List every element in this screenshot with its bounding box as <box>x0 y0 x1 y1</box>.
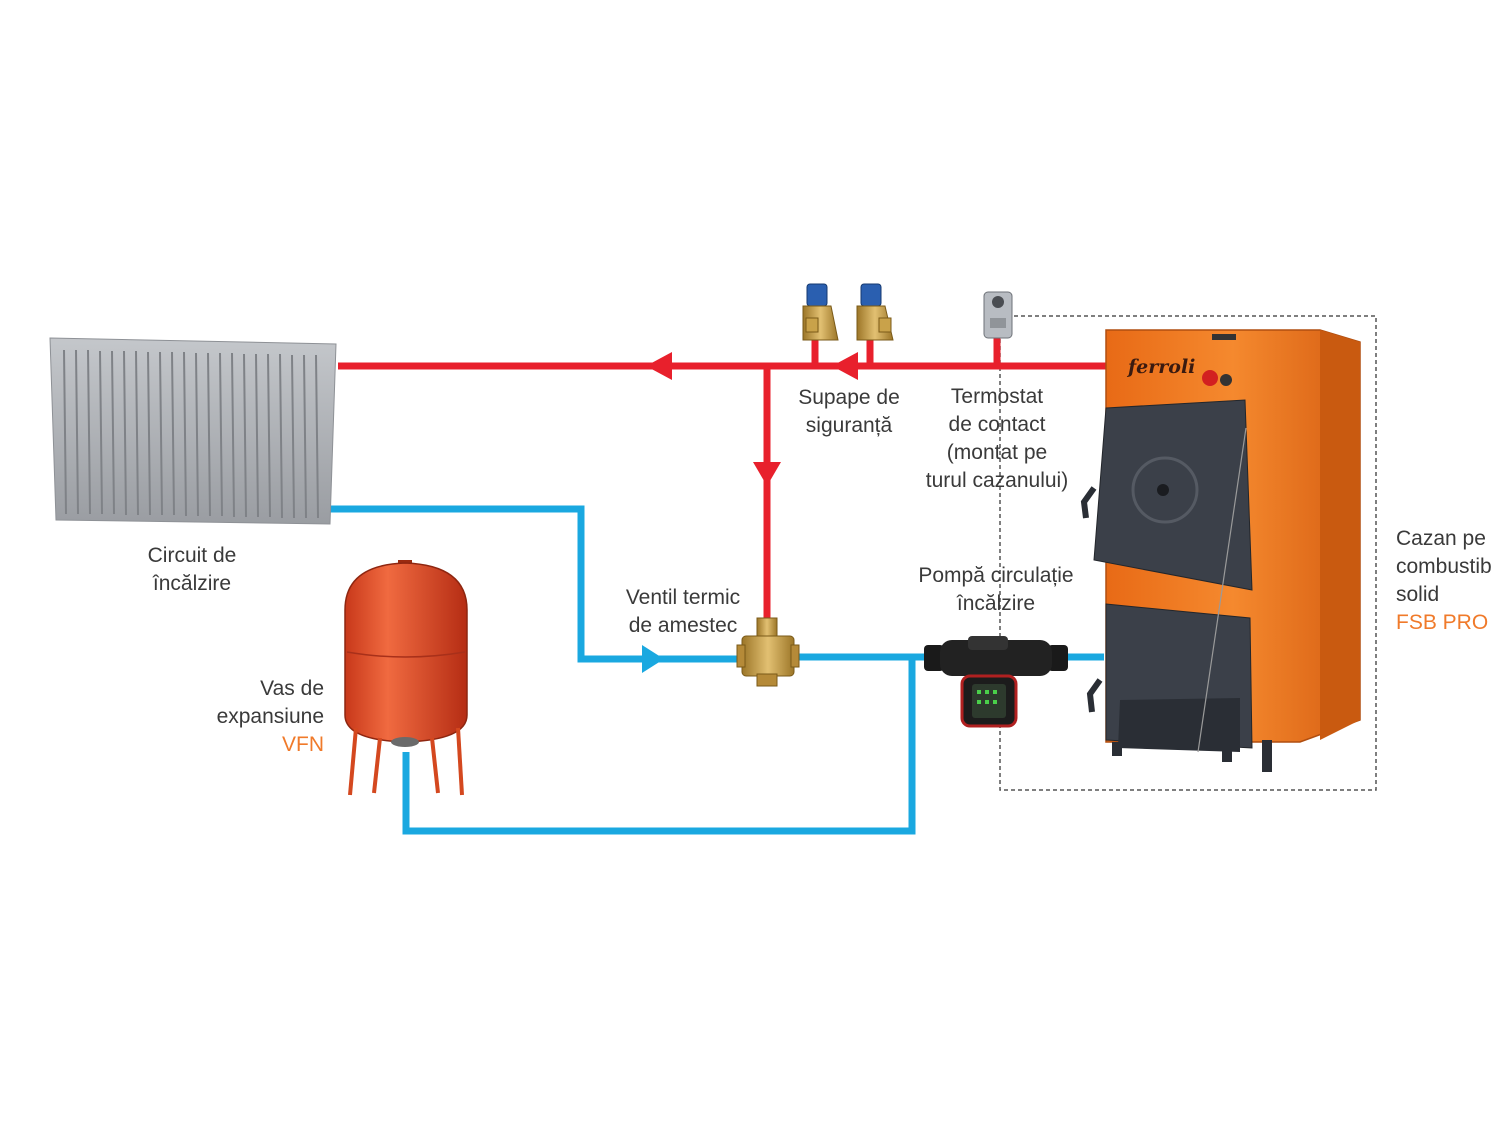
supply-flow-arrow-left <box>646 352 672 380</box>
pump-label: Pompă circulație încălzire <box>918 564 1074 615</box>
boiler-dashed-boundary <box>999 315 1377 791</box>
boiler-model: FSB PRO <box>1396 611 1489 634</box>
expansion-vessel-name: Vas de expansiune <box>216 677 324 728</box>
contact-thermostat <box>983 291 1013 339</box>
radiator <box>49 337 337 525</box>
return-flow-arrow <box>642 645 664 673</box>
safety-valve-2 <box>856 283 894 341</box>
mixing-valve <box>736 617 800 687</box>
boiler-label: Cazan pe combustib solid FSB PRO <box>1396 497 1500 665</box>
brand-logo: ferroli <box>1128 356 1196 378</box>
heating-circuit-label: Circuit de încălzire <box>147 544 237 595</box>
circulation-pump <box>924 636 1068 728</box>
safety-valve-1 <box>802 283 839 341</box>
supply-flow-arrow-down <box>753 462 781 486</box>
mixing-valve-label: Ventil termic de amestec <box>625 586 741 637</box>
expansion-vessel-model: VFN <box>282 733 324 756</box>
boiler-name: Cazan pe combustib solid <box>1396 527 1492 606</box>
expansion-vessel <box>344 560 468 796</box>
expansion-vessel-label: Vas de expansiune VFN <box>170 647 324 787</box>
supply-pipe <box>338 336 1106 620</box>
thermostat-label: Termostat de contact (montat pe turul ca… <box>925 385 1069 492</box>
supply-flow-arrow-left-2 <box>832 352 858 380</box>
safety-valves-label: Supape de siguranță <box>798 386 900 437</box>
solid-fuel-boiler <box>1080 329 1361 772</box>
